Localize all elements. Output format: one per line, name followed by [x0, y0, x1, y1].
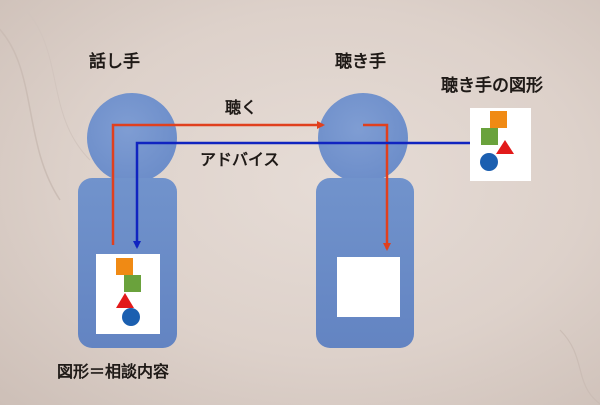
listener-blue-circle [480, 153, 498, 171]
listener-empty-card [337, 257, 400, 317]
listener-red-triangle [496, 140, 514, 154]
listener-head [318, 93, 408, 183]
listen-arrow-label: 聴く [225, 98, 258, 117]
listener-label: 聴き手 [335, 52, 386, 72]
listener-green-square [481, 128, 498, 145]
listen-arrow-lower [363, 123, 391, 251]
listener-orange-square [490, 111, 507, 128]
advice-arrow [133, 141, 470, 249]
speaker-label: 話し手 [89, 52, 140, 72]
speaker-head [87, 93, 177, 183]
speaker-green-square [124, 275, 141, 292]
listener-shapes-label: 聴き手の図形 [441, 76, 543, 96]
speaker-orange-square [116, 258, 133, 275]
listen-arrow-upper [111, 121, 325, 245]
advice-arrow-label: アドバイス [200, 150, 280, 169]
speaker-blue-circle [122, 308, 140, 326]
speaker-red-triangle [116, 293, 134, 308]
caption: 図形＝相談内容 [57, 362, 170, 381]
